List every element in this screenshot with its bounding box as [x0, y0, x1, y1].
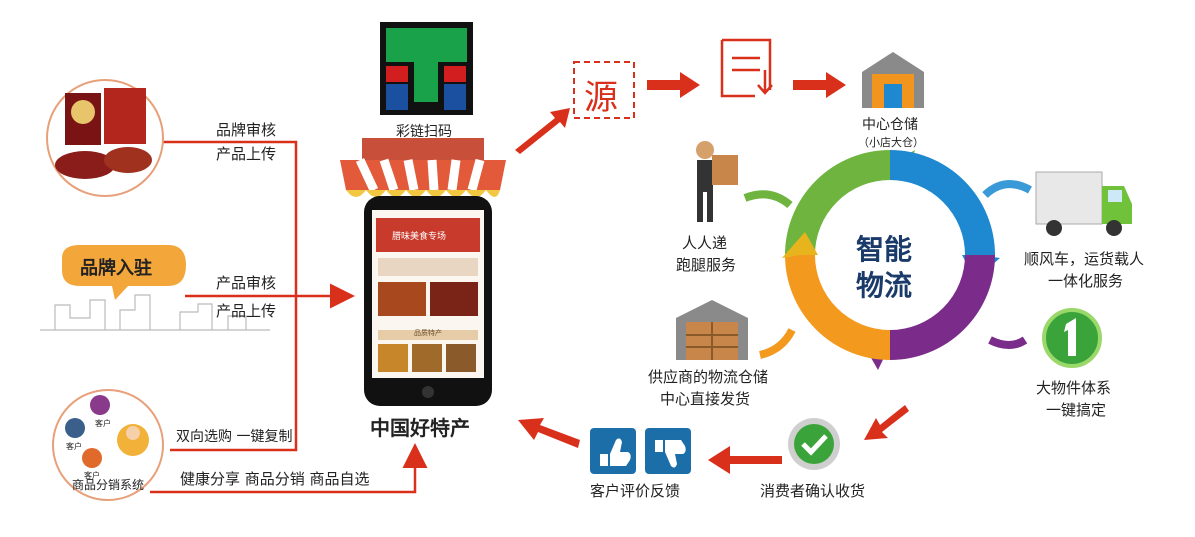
- screen-banner: 腊味美食专场: [392, 232, 447, 242]
- distribution-circle: [52, 389, 164, 501]
- left-connectors: [150, 140, 428, 494]
- qr-logo: [380, 22, 473, 115]
- brand-join-bubble: [40, 245, 270, 331]
- warehouse-label: 中心仓储: [862, 117, 918, 133]
- courier-label-1: 人人递: [682, 234, 728, 252]
- flow-arrows: [515, 72, 909, 474]
- brand-title: 中国好特产: [370, 416, 470, 440]
- supplier-warehouse-icon: [676, 300, 748, 360]
- document-icon: [720, 38, 773, 98]
- two-way-label: 双向选购 一键复制: [176, 429, 293, 445]
- customer-label-2: 客户: [66, 442, 82, 451]
- qr-label: 彩链扫码: [396, 124, 452, 140]
- brand-review-label: 品牌审核: [216, 121, 277, 139]
- dist-system-label: 商品分销系统: [72, 478, 145, 492]
- thumbs-icons: [590, 428, 691, 474]
- product-review-label: 产品审核: [216, 274, 277, 292]
- ring-text-2: 物流: [856, 269, 913, 302]
- screen-section: 品质特产: [414, 329, 442, 337]
- source-char: 源: [584, 78, 618, 118]
- customer-label-1: 客户: [95, 419, 111, 428]
- product-upload-label-1: 产品上传: [216, 145, 277, 163]
- supplier-label-1: 供应商的物流仓储: [648, 368, 769, 386]
- warehouse-sub-label: （小店大仓）: [858, 136, 924, 149]
- customer-label-3: 客户: [84, 471, 100, 480]
- source-box: [573, 61, 635, 119]
- truck-icon: [1035, 171, 1132, 236]
- logistics-ring: [782, 150, 1000, 370]
- ring-side-arrows: [743, 180, 1032, 359]
- bulky-label-2: 一键搞定: [1046, 401, 1107, 419]
- truck-label-2: 一体化服务: [1048, 272, 1124, 290]
- share-label: 健康分享 商品分销 商品自选: [180, 470, 370, 488]
- product-photo-circle: [46, 79, 164, 197]
- warehouse-icon: [862, 52, 924, 108]
- truck-label-1: 顺风车，运货载人: [1024, 250, 1145, 268]
- feedback-label: 客户评价反馈: [590, 482, 681, 500]
- phone-store: [340, 138, 506, 406]
- confirm-label: 消费者确认收货: [760, 482, 866, 500]
- check-badge-icon: [788, 418, 840, 470]
- courier-figure: [696, 141, 738, 222]
- product-upload-label-2: 产品上传: [216, 302, 277, 320]
- bulky-badge-icon: [1042, 308, 1102, 368]
- courier-label-2: 跑腿服务: [676, 256, 737, 274]
- brand-join-label: 品牌入驻: [80, 258, 152, 279]
- bulky-label-1: 大物件体系: [1036, 379, 1112, 397]
- ring-text-1: 智能: [856, 233, 913, 266]
- supplier-label-2: 中心直接发货: [660, 390, 751, 408]
